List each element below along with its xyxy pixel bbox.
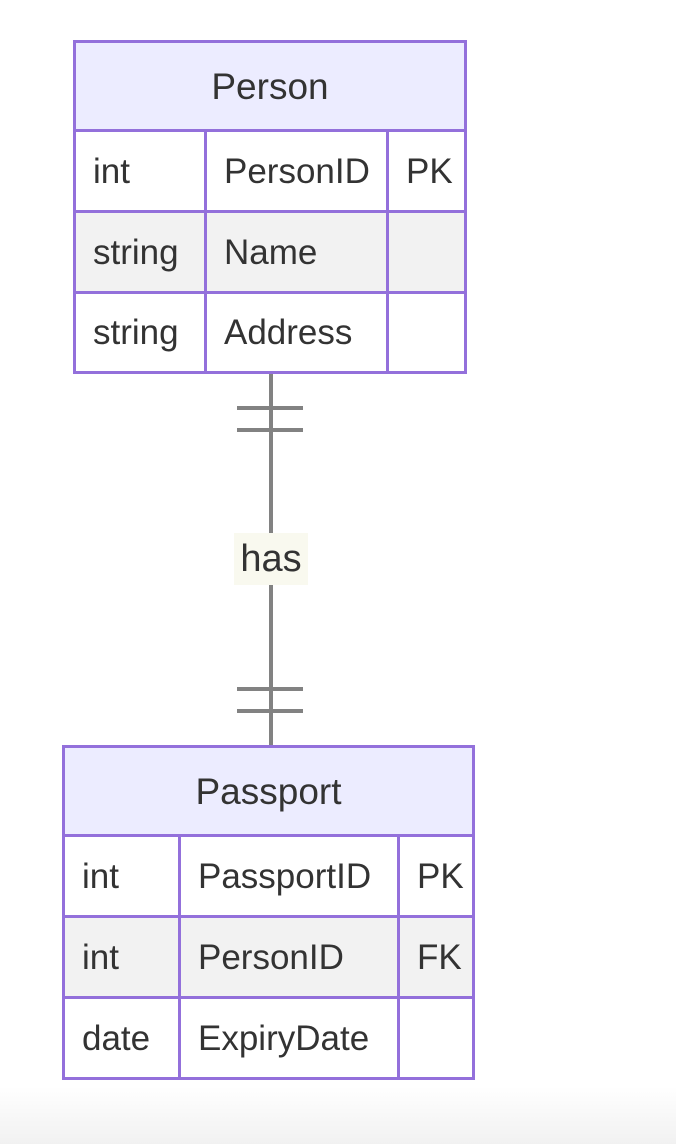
attr-key-cell: FK [400, 918, 472, 996]
one-cardinality-bar [237, 428, 303, 432]
attr-key-cell [389, 213, 464, 291]
attr-key-cell: PK [389, 132, 464, 210]
attr-type-cell: int [65, 837, 178, 915]
relationship-label: has [234, 533, 308, 585]
attr-name-cell: PersonID [207, 132, 386, 210]
attr-type-cell: int [76, 132, 204, 210]
attr-name-cell: PassportID [181, 837, 397, 915]
attr-name-cell: Name [207, 213, 386, 291]
attr-key-cell [389, 294, 464, 371]
one-cardinality-bar [237, 687, 303, 691]
one-cardinality-bar [237, 406, 303, 410]
attr-type-cell: date [65, 999, 178, 1077]
attr-type-cell: string [76, 213, 204, 291]
attr-type-cell: string [76, 294, 204, 371]
attr-name-cell: Address [207, 294, 386, 371]
entity-person-title: Person [76, 43, 464, 129]
attr-key-cell: PK [400, 837, 472, 915]
entity-person: Person int PersonID PK string Name strin… [73, 40, 467, 374]
attr-type-cell: int [65, 918, 178, 996]
bottom-shadow [0, 1086, 676, 1144]
attr-key-cell [400, 999, 472, 1077]
entity-passport: Passport int PassportID PK int PersonID … [62, 745, 475, 1080]
attr-name-cell: ExpiryDate [181, 999, 397, 1077]
one-cardinality-bar [237, 709, 303, 713]
attr-name-cell: PersonID [181, 918, 397, 996]
entity-passport-title: Passport [65, 748, 472, 834]
